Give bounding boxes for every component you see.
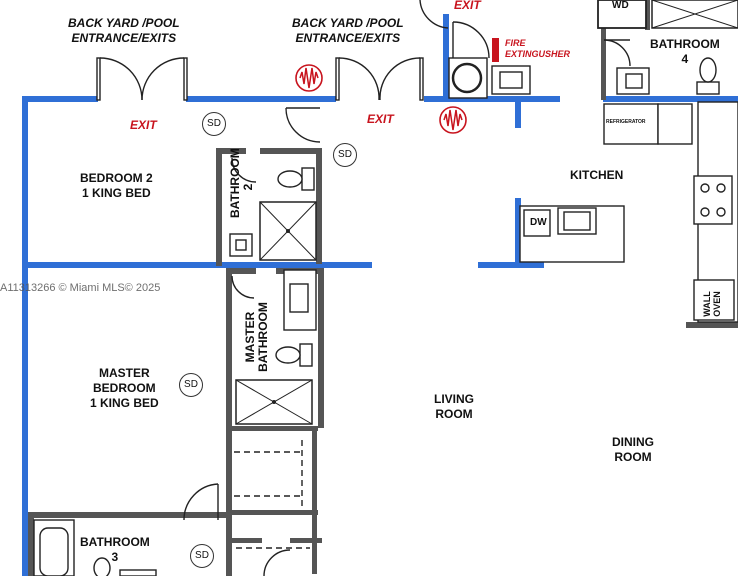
- exterior-walls: [22, 14, 738, 576]
- water-heater-icon: [451, 62, 483, 94]
- label-washer-dryer: WD: [612, 0, 629, 11]
- interior-walls: [28, 0, 738, 576]
- smoke-detector: SD: [333, 143, 357, 167]
- exit-label-center: EXIT: [367, 112, 394, 126]
- toilet-icon: [93, 57, 720, 576]
- label-dishwasher: DW: [530, 217, 547, 228]
- exit-label-top: EXIT: [454, 0, 481, 12]
- smoke-detector: SD: [179, 373, 203, 397]
- door-swings: [96, 0, 631, 576]
- washer-dryer-box: [597, 0, 647, 29]
- smoke-detector: SD: [202, 112, 226, 136]
- shower-bathroom-2: [259, 201, 317, 261]
- smoke-detector: SD: [190, 544, 214, 568]
- mls-watermark: A11313266 © Miami MLS© 2025: [0, 282, 161, 294]
- label-refrigerator: REFRIGERATOR: [606, 119, 646, 125]
- exit-label-left: EXIT: [130, 118, 157, 132]
- label-kitchen: KITCHEN: [570, 168, 624, 182]
- bathtub-icon: [33, 519, 75, 576]
- shower-bathroom-4: [651, 0, 738, 29]
- closet-dashed: [234, 440, 310, 549]
- kitchen-counter: [519, 101, 738, 323]
- fire-extinguisher-icon: [492, 38, 499, 62]
- sink-icon: [119, 65, 650, 576]
- shower-master-bathroom: [235, 379, 313, 425]
- alarm-icon: [295, 64, 467, 134]
